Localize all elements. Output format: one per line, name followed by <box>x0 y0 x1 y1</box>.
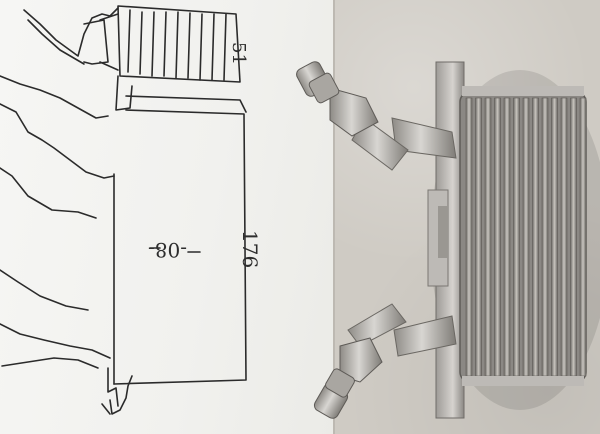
sketch-paper <box>0 0 334 434</box>
mounting-bracket <box>427 61 465 419</box>
cooler-fin <box>465 97 473 377</box>
cooler-fin <box>579 97 587 377</box>
top-fitting <box>296 61 457 171</box>
cooler-fin <box>475 97 482 377</box>
cooler-fin <box>494 97 501 377</box>
bottom-fitting <box>313 303 457 419</box>
cooler-fin <box>551 97 558 377</box>
cooler-fin <box>560 97 568 377</box>
cooler-fin <box>541 97 549 377</box>
cooler-fin <box>484 97 492 377</box>
paper-edge <box>333 0 335 434</box>
cooler-core <box>459 86 587 386</box>
cooler-fin <box>570 97 577 377</box>
cooler-fin <box>513 97 520 377</box>
cooler-fin <box>503 97 511 377</box>
cooler-fin <box>522 97 530 377</box>
cooler-fin <box>532 97 539 377</box>
